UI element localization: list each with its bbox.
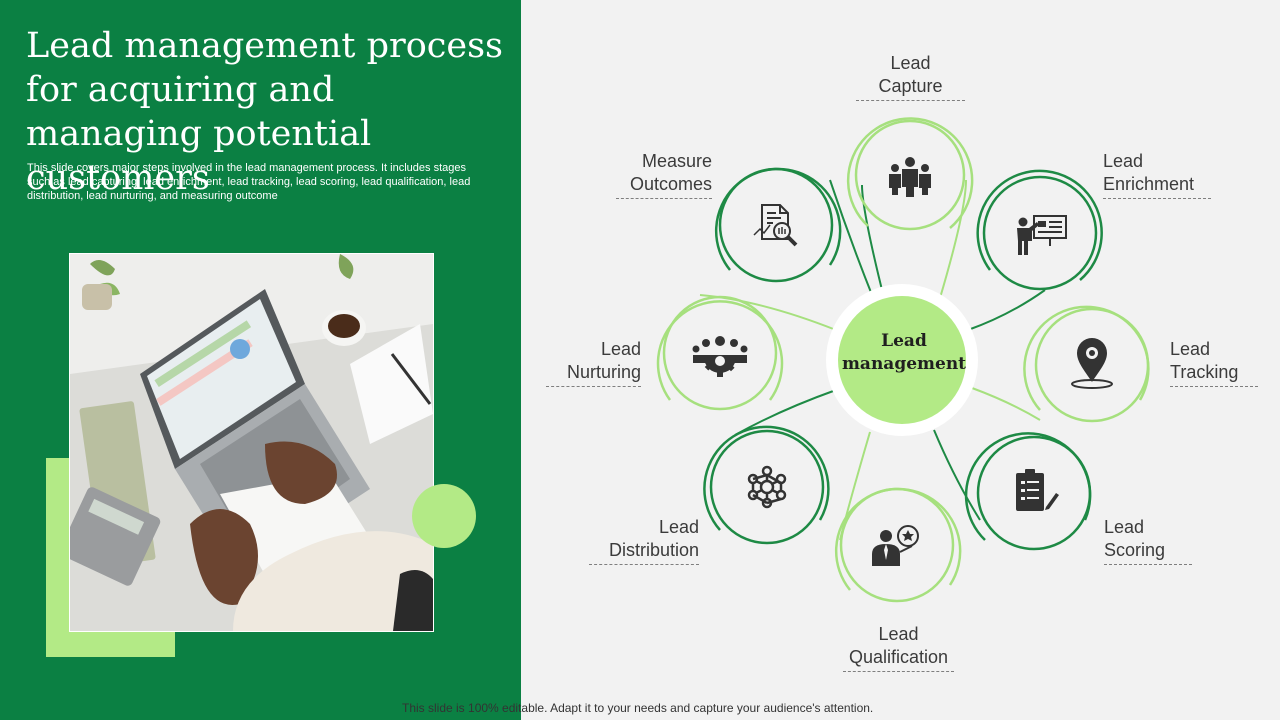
label-line2: Qualification [848, 647, 949, 667]
slide-description: This slide covers major steps involved i… [27, 162, 471, 202]
label-line1: Measure [641, 151, 712, 171]
step-node-lead-enrichment [976, 169, 1103, 291]
label-lead-tracking: Lead Tracking [1170, 338, 1258, 387]
footer-note: This slide is 100% editable. Adapt it to… [402, 701, 874, 715]
label-line2: Scoring [1104, 540, 1166, 560]
label-line1: Lead [1103, 151, 1144, 171]
location-pin-icon [1071, 338, 1113, 389]
accent-circle [412, 484, 476, 548]
label-line2: Tracking [1170, 362, 1239, 382]
label-line1: Lead [1170, 339, 1211, 359]
step-node-lead-distribution [703, 425, 830, 545]
network-icon [747, 465, 787, 509]
label-line2: Nurturing [566, 362, 641, 382]
center-label-line2: management [841, 354, 967, 374]
label-line1: Lead [600, 339, 641, 359]
clipboard-icon [1016, 469, 1059, 511]
label-lead-qualification: Lead Qualification [843, 623, 954, 672]
label-line1: Lead [890, 53, 931, 73]
label-line2: Capture [878, 76, 943, 96]
center-label: Lead management [836, 330, 972, 376]
step-node-lead-nurturing [656, 295, 784, 411]
label-line2: Outcomes [629, 174, 712, 194]
label-lead-distribution: Lead Distribution [589, 516, 699, 565]
team-icon [889, 157, 931, 197]
center-hub [826, 284, 978, 436]
center-label-line1: Lead [881, 331, 927, 351]
label-measure-outcomes: Measure Outcomes [616, 150, 712, 199]
label-lead-capture: Lead Capture [856, 52, 965, 101]
label-line1: Lead [878, 624, 919, 644]
label-line1: Lead [1104, 517, 1145, 537]
team-gear-icon [692, 336, 748, 377]
slide-title: Lead management process for acquiring an… [26, 26, 504, 198]
label-lead-enrichment: Lead Enrichment [1103, 150, 1211, 199]
label-lead-scoring: Lead Scoring [1104, 516, 1192, 565]
step-node-lead-qualification [835, 487, 962, 603]
label-line2: Distribution [608, 540, 699, 560]
report-magnifier-icon [753, 204, 798, 247]
presentation-icon [1017, 215, 1067, 255]
businessman-star-icon [872, 525, 919, 566]
workspace-photo [69, 253, 434, 632]
label-line1: Lead [658, 517, 699, 537]
label-lead-nurturing: Lead Nurturing [546, 338, 641, 387]
label-line2: Enrichment [1103, 174, 1195, 194]
